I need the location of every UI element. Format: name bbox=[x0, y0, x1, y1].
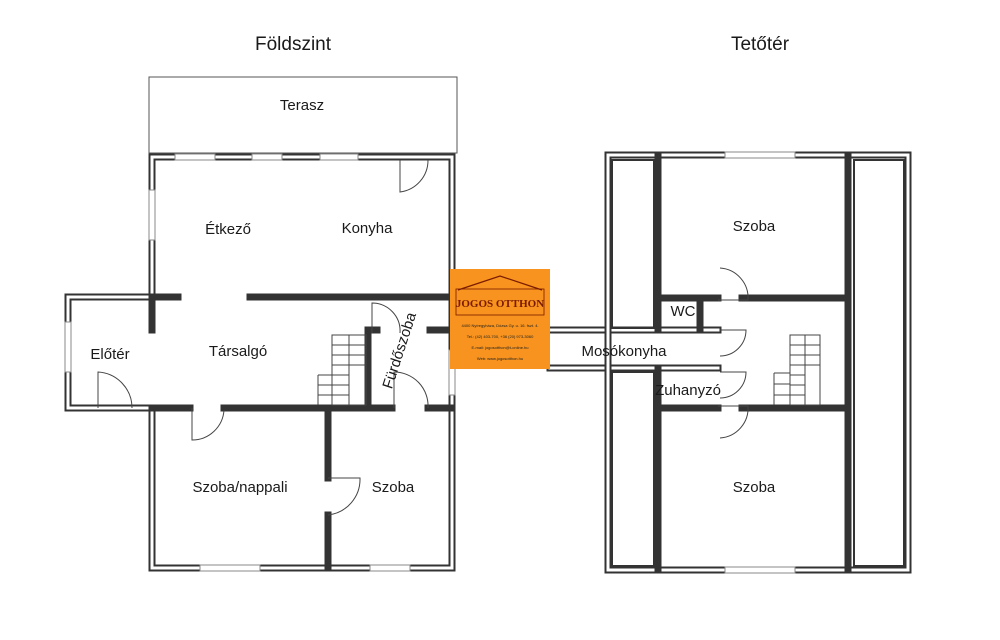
attic-interior-wall bbox=[654, 151, 852, 574]
attic-outer-wall-inner-line bbox=[606, 153, 910, 572]
attic-door bbox=[719, 371, 747, 399]
attic-door bbox=[719, 329, 747, 357]
logo-email: E-mail: jogosotthon@t-online.hu bbox=[472, 345, 529, 350]
logo-name: JOGOS OTTHON bbox=[456, 298, 544, 310]
room-label-room: Szoba bbox=[372, 479, 415, 496]
room-label-hall: Előtér bbox=[90, 346, 129, 363]
attic-window bbox=[724, 566, 796, 574]
attic-label-room-top: Szoba bbox=[733, 218, 776, 235]
attic-label-room-bottom: Szoba bbox=[733, 479, 776, 496]
ground-window bbox=[64, 321, 72, 373]
attic-label-wc: WC bbox=[671, 303, 696, 320]
logo-address: 4400 Nyíregyháza, Dózsa Gy. u. 16. fszt.… bbox=[461, 323, 538, 328]
ground-window bbox=[148, 189, 156, 241]
connecting-corridor bbox=[546, 326, 722, 372]
attic-label-shower: Zuhanyzó bbox=[655, 382, 721, 399]
room-label-dining: Étkező bbox=[205, 221, 251, 238]
attic-staircase bbox=[773, 334, 821, 406]
room-label-terrace: Terasz bbox=[280, 97, 324, 114]
logo-background bbox=[450, 269, 550, 369]
ground-staircase bbox=[317, 334, 367, 406]
ground-door bbox=[371, 302, 401, 334]
ground-window bbox=[369, 564, 411, 572]
ground-door bbox=[191, 408, 225, 441]
ground-window bbox=[251, 153, 283, 161]
attic-label-laundry: Mosókonyha bbox=[581, 343, 667, 360]
room-label-living: Szoba/nappali bbox=[192, 479, 287, 496]
attic-storage-left-bottom bbox=[611, 371, 655, 567]
terrace-outline bbox=[148, 76, 458, 154]
room-label-lounge: Társalgó bbox=[209, 343, 267, 360]
logo-roof-icon bbox=[457, 275, 543, 291]
attic-storage-right bbox=[853, 159, 905, 567]
logo-phone: Tel.: (42) 403-700, +36 (20) 973-3060 bbox=[467, 334, 534, 339]
attic-storage-left-top bbox=[611, 159, 655, 329]
ground-window bbox=[174, 153, 216, 161]
attic-door bbox=[718, 405, 749, 439]
attic-floor-plan: Szoba WC Mosókonyha Zuhanyzó Szoba bbox=[581, 151, 912, 574]
ground-door bbox=[97, 371, 133, 409]
logo-web: Web: www.jogosotthon.hu bbox=[477, 356, 523, 361]
ground-door bbox=[399, 159, 429, 193]
logo-frame bbox=[455, 288, 545, 316]
ground-door bbox=[327, 477, 361, 516]
ground-floor-title: Földszint bbox=[255, 34, 332, 55]
ground-door bbox=[393, 371, 429, 409]
ground-floor-plan: Terasz Étkező Konyha Előtér Társalgó Für… bbox=[64, 76, 458, 572]
agency-logo: JOGOS OTTHON 4400 Nyíregyháza, Dózsa Gy.… bbox=[450, 269, 550, 369]
attic-window bbox=[724, 151, 796, 159]
room-label-kitchen: Konyha bbox=[342, 220, 394, 237]
ground-window bbox=[199, 564, 261, 572]
ground-window bbox=[319, 153, 359, 161]
attic-door bbox=[718, 267, 749, 301]
attic-floor-title: Tetőtér bbox=[731, 34, 790, 55]
